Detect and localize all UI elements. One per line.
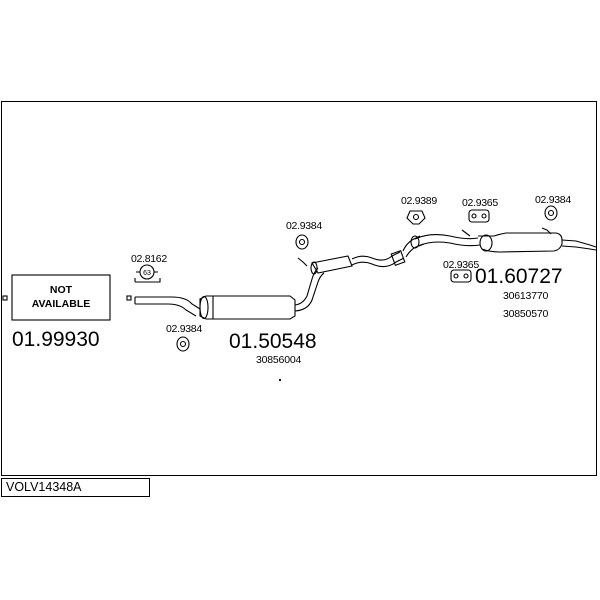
middle-muffler bbox=[199, 257, 325, 320]
hanger-fitting-4 bbox=[468, 209, 490, 223]
hanger-fitting-6 bbox=[544, 205, 558, 221]
front-pipe bbox=[134, 296, 201, 317]
fitting-code-7: 02.9384 bbox=[535, 194, 571, 206]
rear-muffler bbox=[410, 227, 597, 253]
clamp-size: 63 bbox=[143, 270, 151, 277]
oem-number-middle-1: 30856004 bbox=[256, 354, 301, 366]
not-available-line1: NOT bbox=[50, 284, 73, 296]
connector-right bbox=[126, 295, 132, 301]
hanger-fitting-1 bbox=[176, 336, 190, 352]
oem-number-rear-1: 30613770 bbox=[503, 290, 548, 302]
part-number-rear: 01.60727 bbox=[475, 265, 563, 288]
part-number-middle: 01.50548 bbox=[229, 330, 317, 353]
fitting-code-5: 02.9365 bbox=[462, 197, 498, 209]
not-available-line2: AVAILABLE bbox=[32, 298, 91, 310]
connector-left bbox=[2, 295, 8, 301]
fitting-code-6: 02.9365 bbox=[443, 259, 479, 271]
part-number-front: 01.99930 bbox=[12, 328, 100, 351]
center-resonator bbox=[310, 235, 425, 275]
drawing-code-box: VOLV14348A bbox=[1, 478, 150, 497]
fitting-code-2: 02.9384 bbox=[166, 323, 202, 335]
hanger-fitting-3 bbox=[406, 210, 426, 225]
diagram-frame bbox=[1, 101, 597, 476]
drawing-code: VOLV14348A bbox=[6, 480, 82, 494]
hanger-fitting-2 bbox=[295, 234, 309, 250]
fitting-code-1: 02.8162 bbox=[131, 253, 167, 265]
clamp-fitting bbox=[134, 264, 161, 283]
not-available-box bbox=[11, 274, 111, 321]
fitting-code-3: 02.9384 bbox=[286, 220, 322, 232]
fitting-code-4: 02.9389 bbox=[401, 195, 437, 207]
hanger-fitting-5 bbox=[450, 269, 472, 283]
oem-number-rear-2: 30850570 bbox=[503, 308, 548, 320]
dot-mark bbox=[278, 378, 282, 382]
